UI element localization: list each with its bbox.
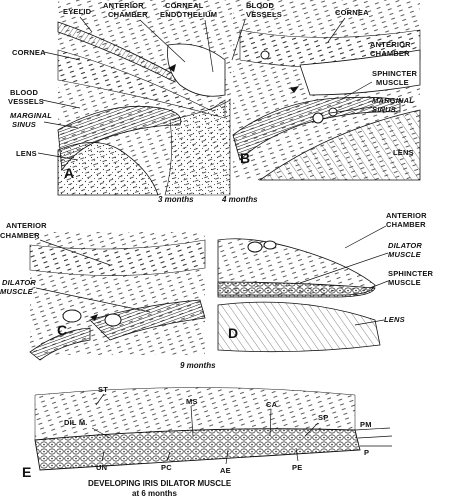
label-anterior-chamber-c2: CHAMBER bbox=[0, 231, 40, 240]
label-pm: PM bbox=[360, 420, 372, 429]
caption-title: DEVELOPING IRIS DILATOR MUSCLE bbox=[88, 479, 232, 488]
label-sphincter-d1: SPHINCTER bbox=[388, 269, 434, 278]
label-anterior-chamber-a2: CHAMBER bbox=[108, 10, 148, 19]
label-eyelid: EYELID bbox=[63, 7, 92, 16]
panel-c: C bbox=[29, 232, 206, 361]
label-anterior-chamber-d2: CHAMBER bbox=[386, 220, 426, 229]
label-dilator-d1: DILATOR bbox=[388, 241, 422, 250]
label-sphincter-b1: SPHINCTER bbox=[372, 69, 418, 78]
label-dilator-c2: MUSCLE bbox=[0, 287, 34, 296]
caption-age-b: 4 months bbox=[221, 195, 258, 204]
label-p: P bbox=[364, 448, 369, 457]
panel-d: D bbox=[217, 238, 381, 353]
label-lens-d: LENS bbox=[384, 315, 405, 324]
pupillary-margin-lines bbox=[354, 427, 393, 447]
label-sp: SP bbox=[318, 413, 328, 422]
label-ae: AE bbox=[220, 466, 231, 475]
panel-a: A bbox=[57, 0, 232, 196]
blood-vessel-c1 bbox=[62, 309, 82, 323]
label-corneal: CORNEAL bbox=[165, 1, 204, 10]
label-pe: PE bbox=[292, 463, 302, 472]
labels-bottom: ST DIL M. MS CA SP PM P UN PC AE PE DEVE… bbox=[64, 385, 372, 498]
cornea-shape-c bbox=[29, 239, 206, 276]
label-endothelium: ENDOTHELIUM bbox=[160, 10, 217, 19]
arrow-mark-c bbox=[90, 314, 98, 321]
panel-b: B bbox=[232, 0, 421, 181]
label-anterior-chamber-b1: ANTERIOR bbox=[370, 40, 411, 49]
eyelid-shape bbox=[57, 21, 176, 83]
caption-age-a: 3 months bbox=[158, 195, 194, 204]
lens-shape-a bbox=[57, 142, 159, 196]
label-anterior-chamber-c1: ANTERIOR bbox=[6, 221, 47, 230]
caption-subtitle: at 6 months bbox=[132, 489, 177, 498]
panel-label-b: B bbox=[240, 150, 250, 166]
label-blood-vessels-b1: BLOOD bbox=[246, 1, 274, 10]
label-blood-vessels-b2: VESSELS bbox=[246, 10, 282, 19]
lower-muscle-c bbox=[29, 327, 91, 361]
label-marginal-a2: SINUS bbox=[12, 120, 36, 129]
label-cornea-a: CORNEA bbox=[12, 48, 46, 57]
label-ca: CA bbox=[266, 400, 278, 409]
epithelium-e bbox=[34, 428, 361, 471]
label-blood-vessels-a1: BLOOD bbox=[10, 88, 38, 97]
dilator-muscle-c bbox=[89, 299, 206, 341]
dilator-sphincter-d bbox=[217, 281, 376, 298]
caption-age-cd: 9 months bbox=[180, 361, 216, 370]
panel-label-d: D bbox=[228, 325, 238, 341]
panel-label-c: C bbox=[57, 322, 67, 338]
blood-vessel-d2 bbox=[263, 240, 277, 250]
lens-shape-d bbox=[217, 301, 381, 353]
label-anterior-chamber-d1: ANTERIOR bbox=[386, 211, 427, 220]
blood-vessel-c2 bbox=[104, 313, 122, 327]
label-cornea-b: CORNEA bbox=[335, 8, 369, 17]
label-st: ST bbox=[98, 385, 108, 394]
label-sphincter-d2: MUSCLE bbox=[388, 278, 421, 287]
label-pc: PC bbox=[161, 463, 172, 472]
anterior-chamber-b bbox=[299, 49, 421, 96]
label-ms: MS bbox=[186, 397, 198, 406]
label-marginal-a1: MARGINAL bbox=[10, 111, 52, 120]
panel-label-a: A bbox=[64, 165, 74, 181]
label-marginal-b1: MARGINAL bbox=[372, 96, 414, 105]
label-anterior-chamber-a1: ANTERIOR bbox=[103, 1, 144, 10]
blood-vessel-b1 bbox=[260, 50, 270, 60]
blood-vessel-d1 bbox=[247, 241, 263, 253]
label-lens-b: LENS bbox=[393, 148, 414, 157]
label-marginal-b2: SINUS bbox=[372, 105, 396, 114]
label-dilator-d2: MUSCLE bbox=[388, 250, 422, 259]
iris-muscle-b bbox=[232, 96, 401, 161]
labels-top: EYELID ANTERIOR CHAMBER CORNEAL ENDOTHEL… bbox=[8, 1, 418, 204]
label-anterior-chamber-b2: CHAMBER bbox=[370, 49, 410, 58]
label-dil-m: DIL M. bbox=[64, 418, 88, 427]
label-un: UN bbox=[96, 463, 107, 472]
panel-label-e: E bbox=[22, 464, 31, 480]
label-lens-a: LENS bbox=[16, 149, 37, 158]
arrow-mark-a bbox=[168, 64, 176, 72]
label-dilator-c1: DILATOR bbox=[2, 278, 36, 287]
blood-vessel-b2 bbox=[312, 112, 324, 124]
label-blood-vessels-a2: VESSELS bbox=[8, 97, 44, 106]
lens-shape-b bbox=[258, 109, 421, 181]
arrow-mark-b bbox=[290, 86, 299, 93]
labels-middle: ANTERIOR CHAMBER DILATOR MUSCLE ANTERIOR… bbox=[0, 211, 434, 370]
panel-e: E bbox=[22, 387, 393, 480]
label-sphincter-b2: MUSCLE bbox=[376, 78, 409, 87]
ciliary-region-a bbox=[164, 99, 231, 196]
